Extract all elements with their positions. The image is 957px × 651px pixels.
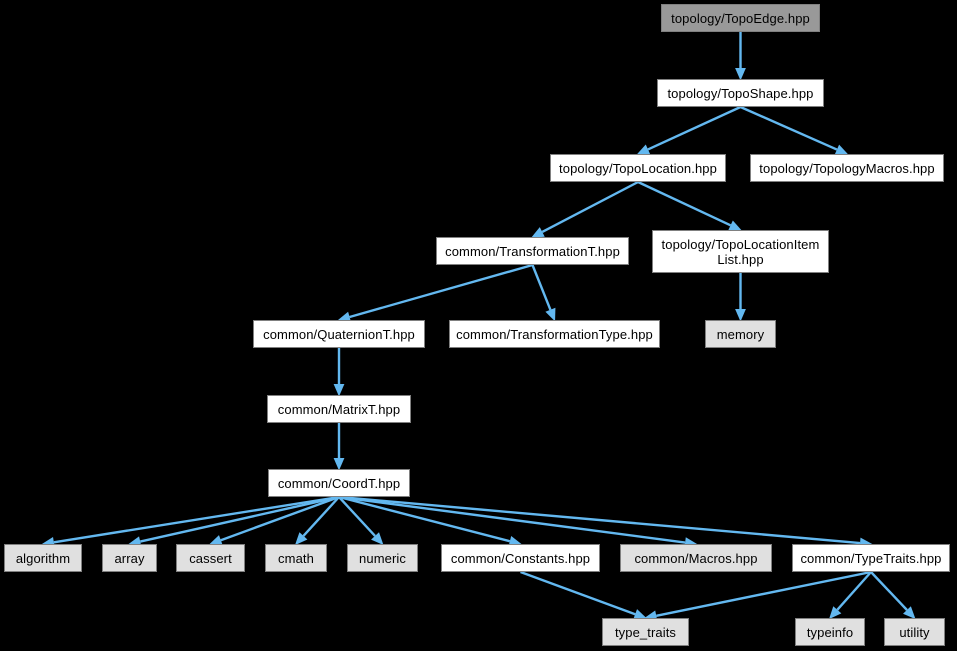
graph-edge-typetraits-to-utility (870, 571, 908, 611)
graph-edge-typetraits-to-typeinfo (836, 571, 872, 611)
graph-node-coordt[interactable]: common/CoordT.hpp (268, 469, 410, 497)
graph-edge-transformationt-to-quaterniont (349, 263, 533, 319)
graph-node-transformationt[interactable]: common/TransformationT.hpp (436, 237, 629, 265)
graph-node-typetraits[interactable]: common/TypeTraits.hpp (792, 544, 950, 572)
graph-edge-coordt-to-array (139, 495, 340, 543)
graph-edge-transformationt-to-transformationtype (531, 264, 552, 311)
graph-edge-coordt-to-constants (338, 495, 511, 543)
graph-node-topoedge[interactable]: topology/TopoEdge.hpp (661, 4, 820, 32)
graph-node-macros[interactable]: common/Macros.hpp (620, 544, 772, 572)
graph-edge-coordt-to-macros (338, 495, 686, 544)
graph-node-numeric[interactable]: numeric (347, 544, 418, 572)
graph-edge-coordt-to-numeric (338, 496, 376, 537)
graph-node-constants[interactable]: common/Constants.hpp (441, 544, 600, 572)
graph-edge-coordt-to-algorithm (53, 495, 340, 544)
graph-edge-typetraits-to-type_traits (656, 570, 872, 617)
graph-edge-constants-to-type_traits (520, 570, 636, 616)
graph-node-topologymacros[interactable]: topology/TopologyMacros.hpp (750, 154, 944, 182)
graph-node-cassert[interactable]: cassert (176, 544, 245, 572)
graph-node-array[interactable]: array (102, 544, 157, 572)
graph-node-matrixt[interactable]: common/MatrixT.hpp (267, 395, 411, 423)
graph-edge-coordt-to-typetraits (338, 495, 861, 545)
graph-node-quaterniont[interactable]: common/QuaternionT.hpp (253, 320, 425, 348)
graph-node-algorithm[interactable]: algorithm (4, 544, 82, 572)
graph-edge-toposhape-to-topolocation (647, 105, 742, 151)
graph-edge-coordt-to-cmath (302, 496, 340, 537)
graph-edge-topolocation-to-topolocationitemlist (637, 180, 732, 227)
graph-node-typeinfo[interactable]: typeinfo (795, 618, 865, 646)
graph-edge-topolocation-to-transformationt (541, 180, 639, 233)
graph-node-topolocation[interactable]: topology/TopoLocation.hpp (550, 154, 726, 182)
graph-node-topolocationitemlist[interactable]: topology/TopoLocationItem List.hpp (652, 230, 829, 273)
graph-node-memory[interactable]: memory (705, 320, 776, 348)
graph-node-utility[interactable]: utility (884, 618, 945, 646)
graph-node-toposhape[interactable]: topology/TopoShape.hpp (657, 79, 824, 107)
graph-node-cmath[interactable]: cmath (265, 544, 327, 572)
graph-node-transformationtype[interactable]: common/TransformationType.hpp (449, 320, 660, 348)
graph-edge-toposhape-to-topologymacros (740, 105, 838, 151)
graph-edge-coordt-to-cassert (220, 495, 340, 542)
graph-node-type_traits[interactable]: type_traits (602, 618, 689, 646)
